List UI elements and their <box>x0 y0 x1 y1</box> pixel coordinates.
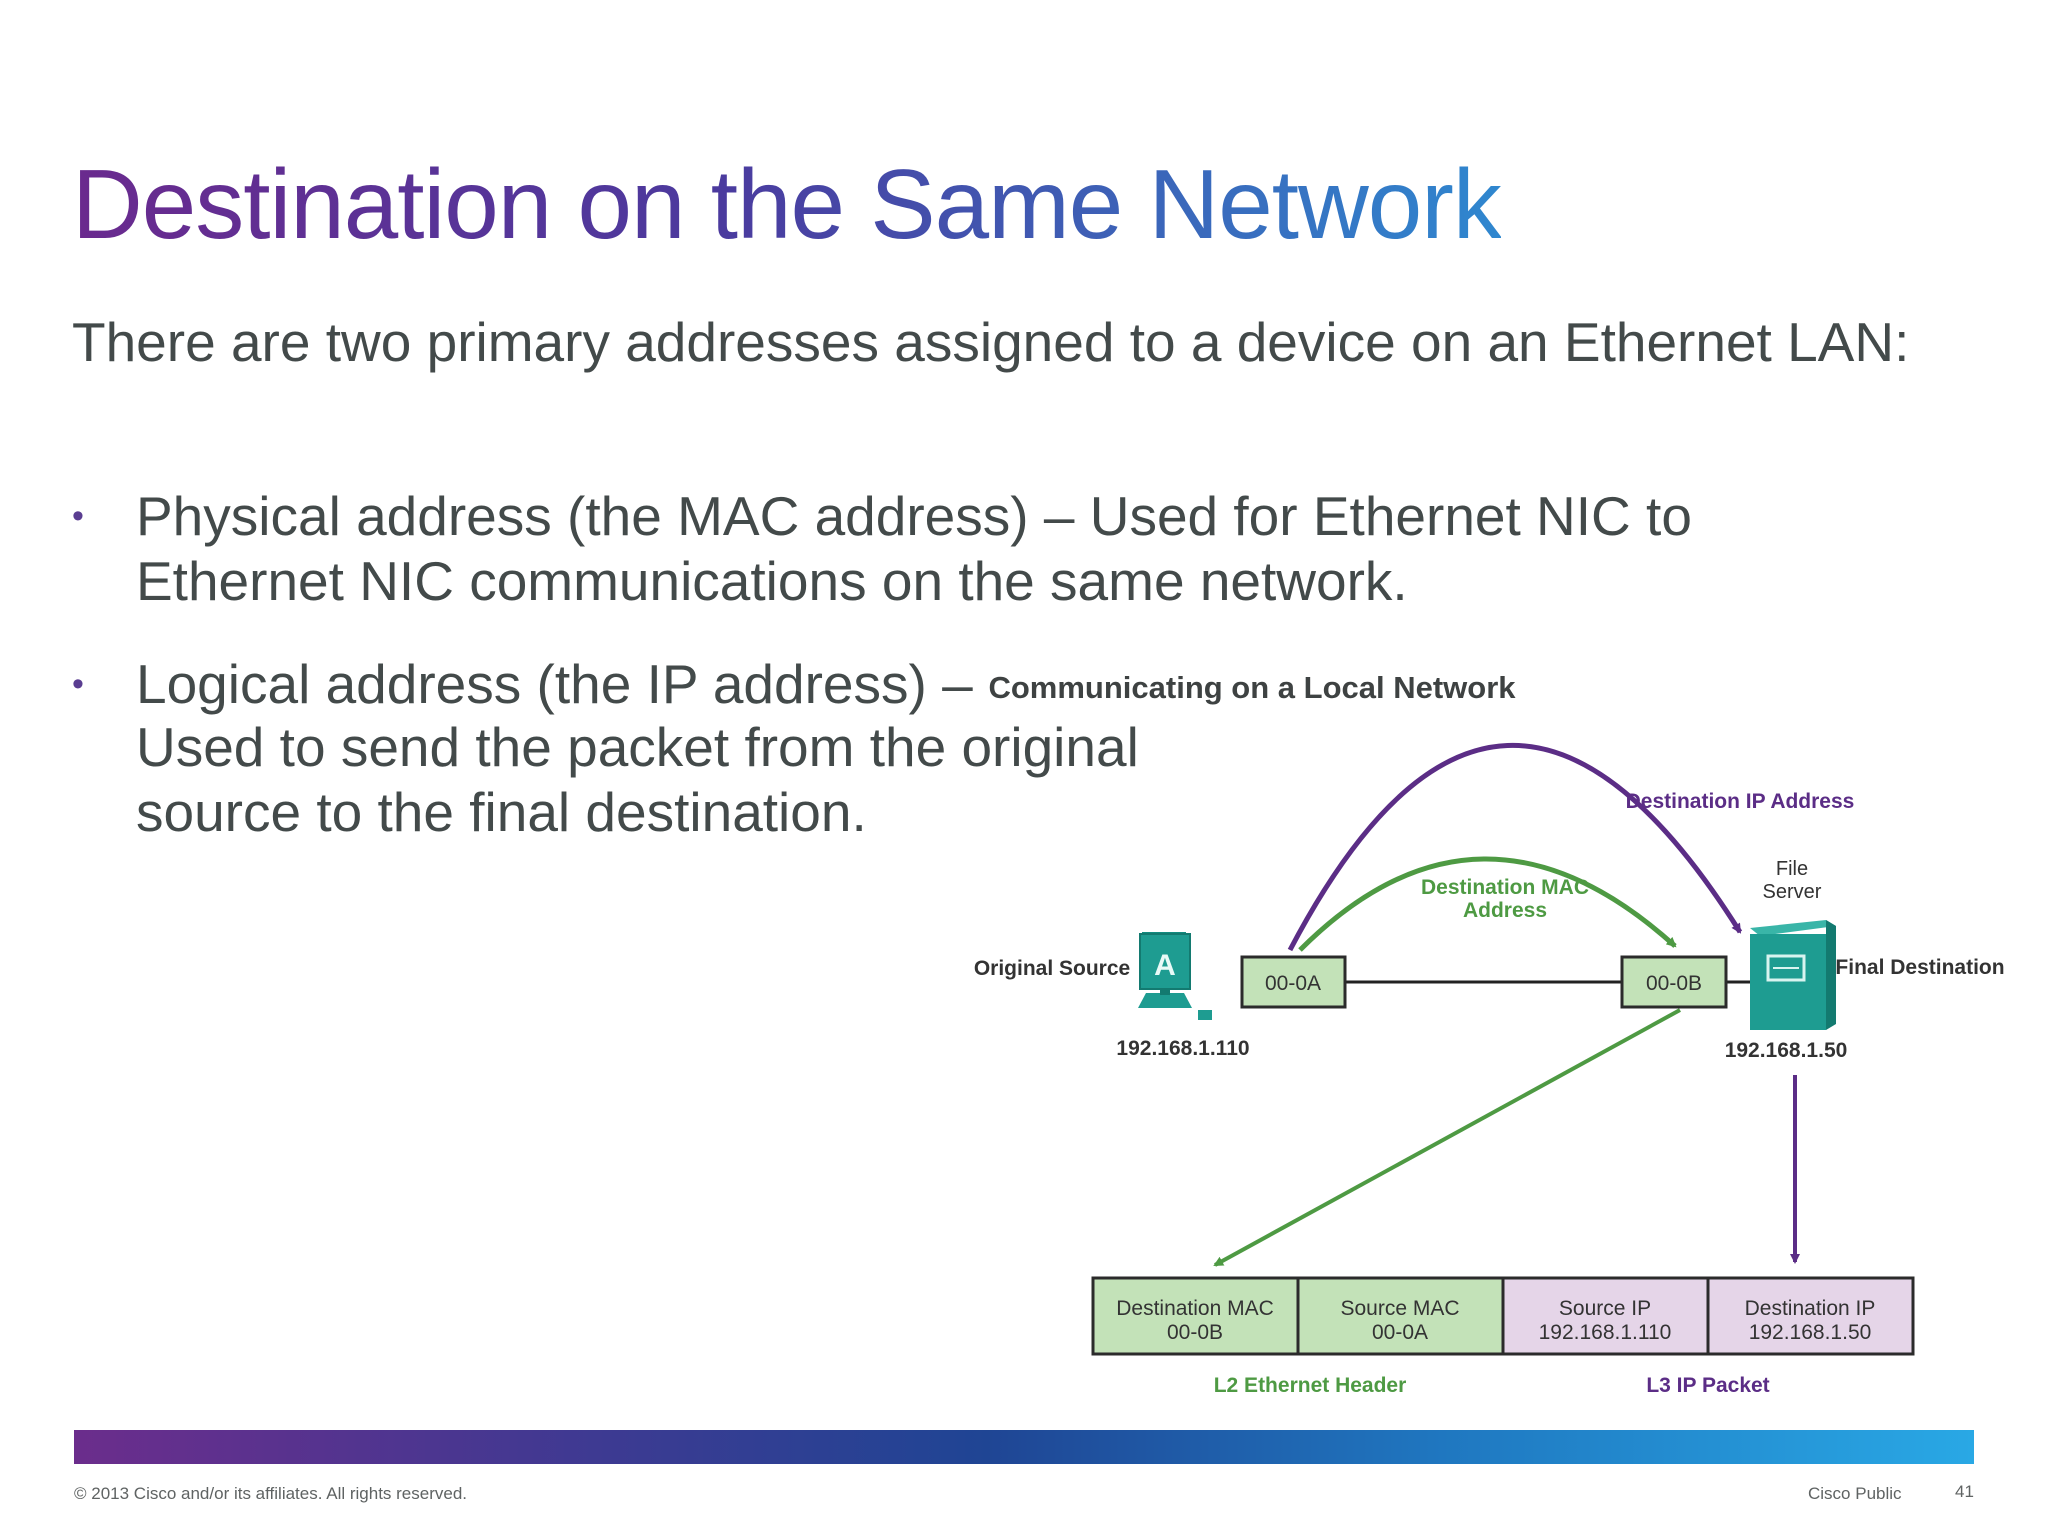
original-source-label: Original Source <box>974 957 1130 980</box>
bullet-logical-address: • Logical address (the IP address) – Use… <box>72 652 1202 852</box>
bullet-text: Logical address (the IP address) – Used … <box>136 652 1216 845</box>
frame-field-value: 192.168.1.110 <box>1539 1321 1672 1344</box>
slide-title: Destination on the Same Network <box>72 149 1502 259</box>
destination-mac-arc <box>1298 856 1677 952</box>
bullet-dot: • <box>72 665 84 703</box>
pc-screen-letter: A <box>1154 949 1176 982</box>
dest-mac-box <box>1620 955 1728 1009</box>
copyright-text: © 2013 Cisco and/or its affiliates. All … <box>74 1484 468 1503</box>
destination-ip-arc <box>1287 743 1743 952</box>
bullet-dot: • <box>72 497 84 535</box>
file-server-icon <box>1750 920 1836 1030</box>
final-destination-label: Final Destination <box>1835 956 2004 979</box>
frame-field-name: Destination IP <box>1745 1297 1876 1320</box>
page-number: 41 <box>1955 1482 1974 1501</box>
diagram-title: Communicating on a Local Network <box>988 670 1516 705</box>
dest-mac-label: 00-0B <box>1646 972 1702 995</box>
mac-to-frame-arrow <box>1213 1008 1681 1267</box>
frame-field <box>1501 1276 1710 1356</box>
frame-field-name: Source MAC <box>1340 1297 1459 1320</box>
file-server-label: Server <box>1763 881 1822 903</box>
bullet-line: Logical address (the IP address) – <box>136 653 973 715</box>
bullet-text: Physical address (the MAC address) – Use… <box>136 484 1836 614</box>
l3-packet-label: L3 IP Packet <box>1646 1374 1769 1397</box>
frame-field-name: Destination MAC <box>1116 1297 1274 1320</box>
bullet-line: Physical address (the MAC address) – Use… <box>136 485 1692 547</box>
destination-mac-arc-label: Destination MAC <box>1421 876 1589 899</box>
source-ip-label: 192.168.1.110 <box>1116 1037 1249 1060</box>
l2-header-label: L2 Ethernet Header <box>1214 1374 1407 1397</box>
footer-gradient-bar <box>74 1430 1974 1464</box>
pc-icon: A <box>1138 932 1212 1020</box>
destination-ip-arc-label: Destination IP Address <box>1626 790 1855 813</box>
frame-field-value: 00-0B <box>1167 1321 1223 1344</box>
source-mac-box <box>1240 955 1347 1009</box>
local-network-diagram: Communicating on a Local Network Destina… <box>974 670 2005 1397</box>
classification-label: Cisco Public <box>1808 1484 1902 1503</box>
bullet-physical-address: • Physical address (the MAC address) – U… <box>72 484 1852 624</box>
bullet-line: Used to send the packet from the origina… <box>136 716 1139 778</box>
file-server-label: File <box>1776 858 1808 880</box>
bullet-line: source to the final destination. <box>136 781 867 843</box>
dest-ip-label: 192.168.1.50 <box>1725 1039 1848 1062</box>
frame-field-value: 00-0A <box>1372 1321 1428 1344</box>
packet-frame: Destination MAC 00-0B Source MAC 00-0A S… <box>1091 1276 1915 1356</box>
destination-mac-arc-label: Address <box>1463 899 1547 922</box>
frame-field-value: 192.168.1.50 <box>1749 1321 1872 1344</box>
source-mac-label: 00-0A <box>1265 972 1321 995</box>
frame-field-name: Source IP <box>1559 1297 1651 1320</box>
frame-field <box>1706 1276 1915 1356</box>
intro-text: There are two primary addresses assigned… <box>72 311 1910 373</box>
bullet-line: Ethernet NIC communications on the same … <box>136 550 1408 612</box>
